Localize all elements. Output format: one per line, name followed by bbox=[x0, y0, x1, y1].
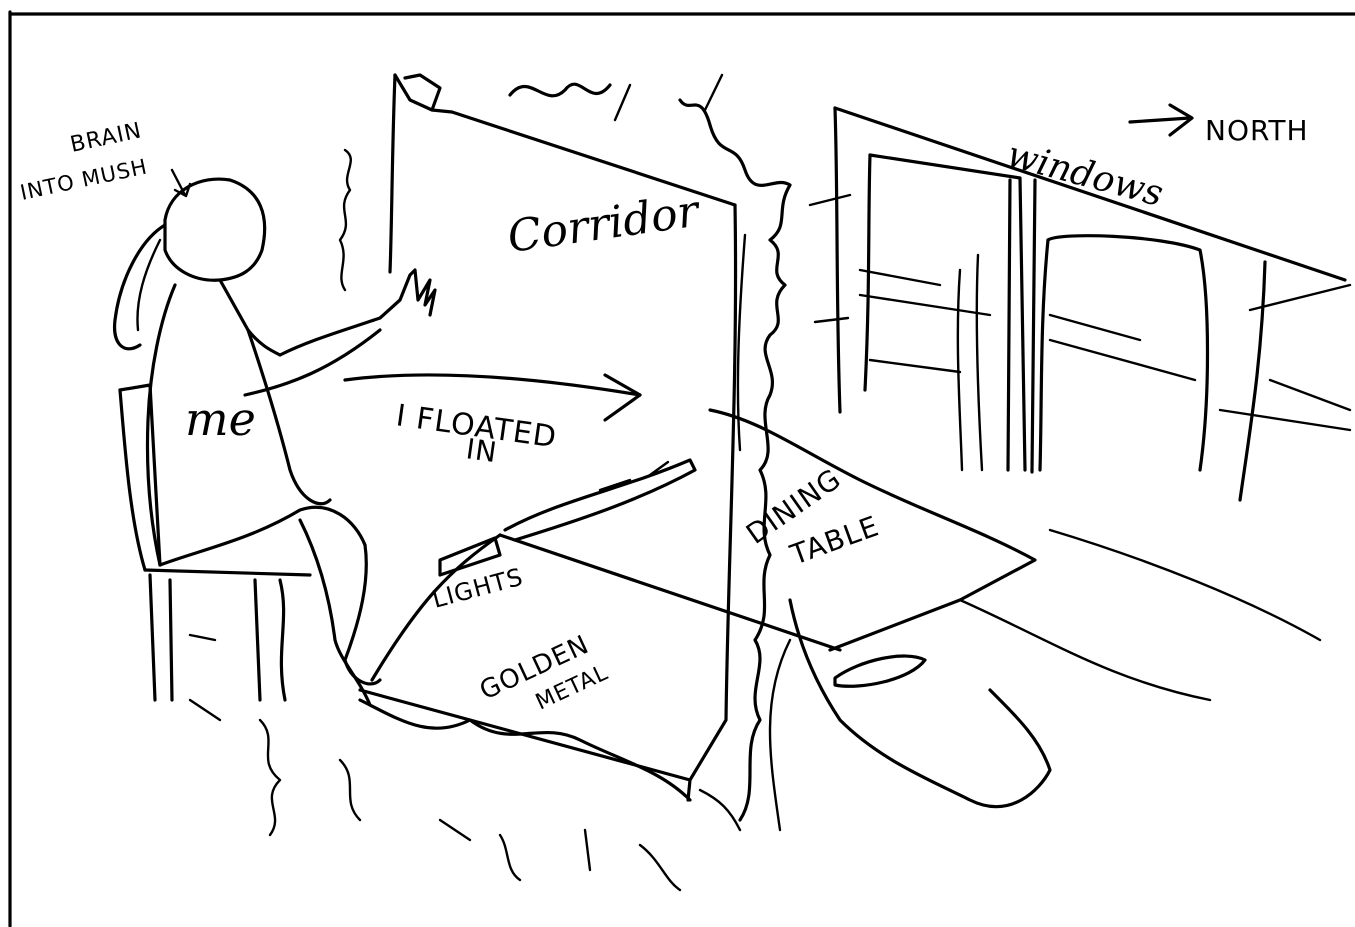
me-label: me bbox=[185, 392, 256, 446]
floated-in-label: IN bbox=[464, 432, 499, 469]
north-label: NORTH bbox=[1205, 114, 1309, 147]
north-arrow-icon bbox=[1130, 105, 1192, 135]
small-arrows bbox=[810, 195, 850, 322]
corridor-label: Corridor bbox=[504, 185, 704, 263]
lights-label: LIGHTS bbox=[429, 563, 526, 614]
woman-figure bbox=[115, 179, 435, 705]
dining-table bbox=[710, 410, 1320, 830]
wavy-edges bbox=[340, 75, 790, 820]
windows-label: windows bbox=[1003, 134, 1168, 215]
into-mush-label: INTO MUSH bbox=[18, 154, 150, 204]
brain-arrow-icon bbox=[172, 170, 190, 196]
brain-label: BRAIN bbox=[68, 118, 144, 158]
golden-metal-panel bbox=[360, 535, 840, 780]
floor-texture bbox=[190, 700, 740, 890]
frame-border bbox=[10, 12, 1355, 926]
